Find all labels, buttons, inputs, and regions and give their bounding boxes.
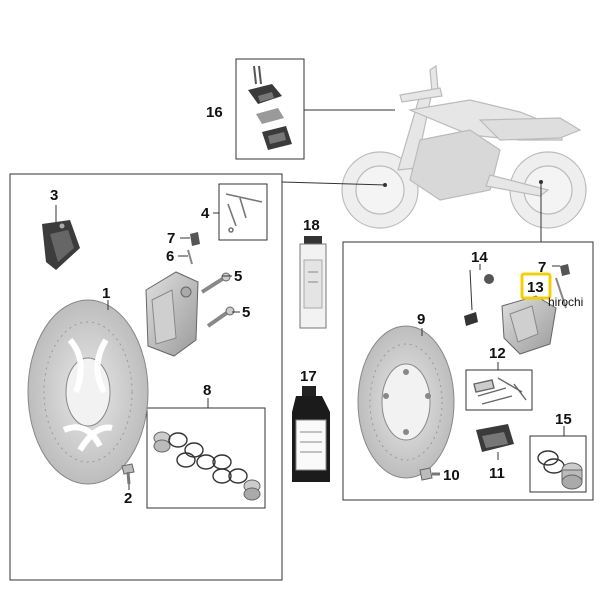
front-caliper-illustration [145, 271, 199, 357]
rear-brake-frame [342, 241, 594, 501]
part-number-17[interactable]: 17 [300, 368, 317, 385]
part-number-5-lower[interactable]: 5 [242, 304, 250, 321]
caliper-bolt-lower-illustration [206, 306, 235, 328]
part-number-5-upper[interactable]: 5 [234, 268, 242, 285]
rear-caliper-illustration [501, 264, 570, 355]
caliper-bolt-upper-illustration [200, 272, 231, 294]
part-15-frame [529, 435, 587, 493]
part-number-18[interactable]: 18 [303, 217, 320, 234]
part-number-16[interactable]: 16 [206, 104, 223, 121]
part-number-4[interactable]: 4 [201, 205, 210, 222]
rear-piston-seal-kit-illustration [537, 450, 583, 490]
part-number-2[interactable]: 2 [124, 490, 132, 507]
rear-brake-disc-illustration [357, 325, 455, 479]
front-brake-disc-illustration [27, 299, 149, 485]
part-number-6[interactable]: 6 [166, 248, 174, 265]
rear-disc-bolt-illustration [419, 467, 440, 481]
part-number-3[interactable]: 3 [50, 187, 58, 204]
part-8-frame [146, 407, 266, 509]
part-13-highlight-box [520, 272, 552, 300]
part-number-12[interactable]: 12 [489, 345, 506, 362]
watermark-text: hirochi [548, 295, 583, 309]
part-number-7-front[interactable]: 7 [167, 230, 175, 247]
part-number-7-rear[interactable]: 7 [538, 259, 546, 276]
disc-bolt-illustration [121, 463, 135, 485]
front-leader-line [281, 181, 386, 186]
part-number-9[interactable]: 9 [417, 311, 425, 328]
pad-kit-frame [235, 58, 305, 160]
motorcycle-illustration [341, 64, 587, 229]
brake-pad-kit-illustration [248, 65, 292, 150]
part-number-14[interactable]: 14 [471, 249, 488, 266]
part-number-1[interactable]: 1 [102, 285, 110, 302]
bleeder-kit-illustration [225, 193, 263, 233]
part-number-8[interactable]: 8 [203, 382, 211, 399]
rear-caliper-bolts-illustration [464, 269, 494, 326]
part-number-13[interactable]: 13 [527, 279, 544, 296]
part-number-15[interactable]: 15 [555, 411, 572, 428]
rear-pad-hardware-illustration [473, 377, 527, 405]
part-4-frame [218, 183, 268, 241]
part-number-11[interactable]: 11 [489, 465, 505, 482]
front-brake-frame [9, 173, 283, 581]
bleeder-valve-illustration [187, 232, 200, 265]
brake-pad-front-illustration [42, 220, 80, 270]
spray-can-illustration [299, 236, 327, 329]
brake-fluid-bottle-illustration [292, 386, 330, 482]
piston-kit-illustration [153, 431, 261, 501]
rear-brake-pads-illustration [476, 424, 514, 452]
part-number-10[interactable]: 10 [443, 467, 460, 484]
part-12-frame [465, 369, 533, 411]
